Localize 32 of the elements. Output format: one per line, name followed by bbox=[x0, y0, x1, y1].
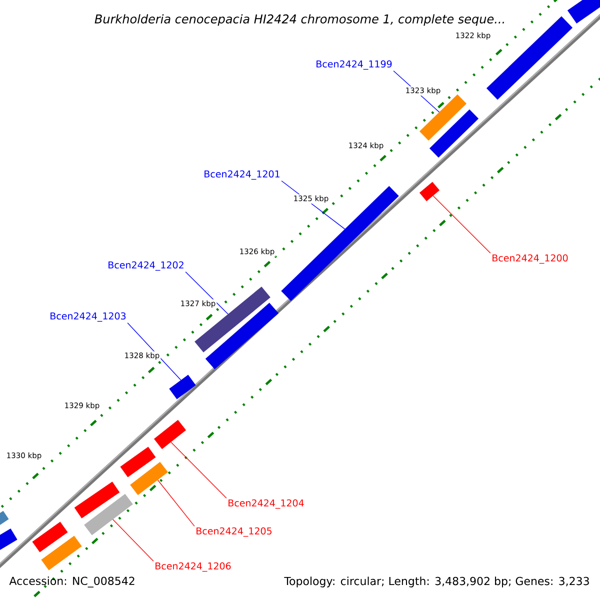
gene-bar bbox=[154, 420, 186, 450]
gene-bar bbox=[130, 462, 168, 496]
gene-label: Bcen2424_1204 bbox=[228, 499, 304, 509]
gene-label: Bcen2424_1205 bbox=[196, 527, 272, 537]
gene-bar bbox=[429, 109, 479, 158]
footer-text: Accession: NC_008542 bbox=[9, 576, 134, 588]
gene-label: Bcen2424_1203 bbox=[50, 312, 126, 322]
gene-bar bbox=[120, 446, 156, 478]
gene-bar bbox=[0, 528, 18, 552]
gene-bar bbox=[419, 94, 467, 141]
leader-line bbox=[112, 519, 154, 562]
leader-line bbox=[157, 480, 195, 527]
gene-bar bbox=[169, 374, 196, 400]
gene-bar bbox=[0, 510, 9, 528]
leader-line bbox=[432, 195, 491, 254]
gene-label: Bcen2424_1201 bbox=[204, 170, 280, 180]
leader-line bbox=[185, 272, 228, 314]
gene-bar bbox=[84, 494, 133, 536]
gene-bar bbox=[419, 182, 440, 202]
leader-line bbox=[170, 442, 227, 499]
gene-label: Bcen2424_1202 bbox=[108, 261, 184, 271]
footer-text: Topology: circular; Length: 3,483,902 bp; Genes: 3,233 bbox=[284, 576, 589, 588]
gene-bar bbox=[567, 0, 600, 24]
gene-label: Bcen2424_1200 bbox=[492, 254, 568, 264]
gene-bar bbox=[41, 536, 82, 570]
map-title: Burkholderia cenocepacia HI2424 chromosome 1, complete seque... bbox=[94, 14, 504, 26]
gene-bar bbox=[74, 482, 120, 518]
gene-bar bbox=[32, 522, 68, 552]
leader-line bbox=[127, 322, 182, 380]
gene-label: Bcen2424_1206 bbox=[156, 562, 231, 572]
gene-label: Bcen2424_1199 bbox=[316, 60, 392, 70]
gene-bar bbox=[281, 186, 399, 301]
